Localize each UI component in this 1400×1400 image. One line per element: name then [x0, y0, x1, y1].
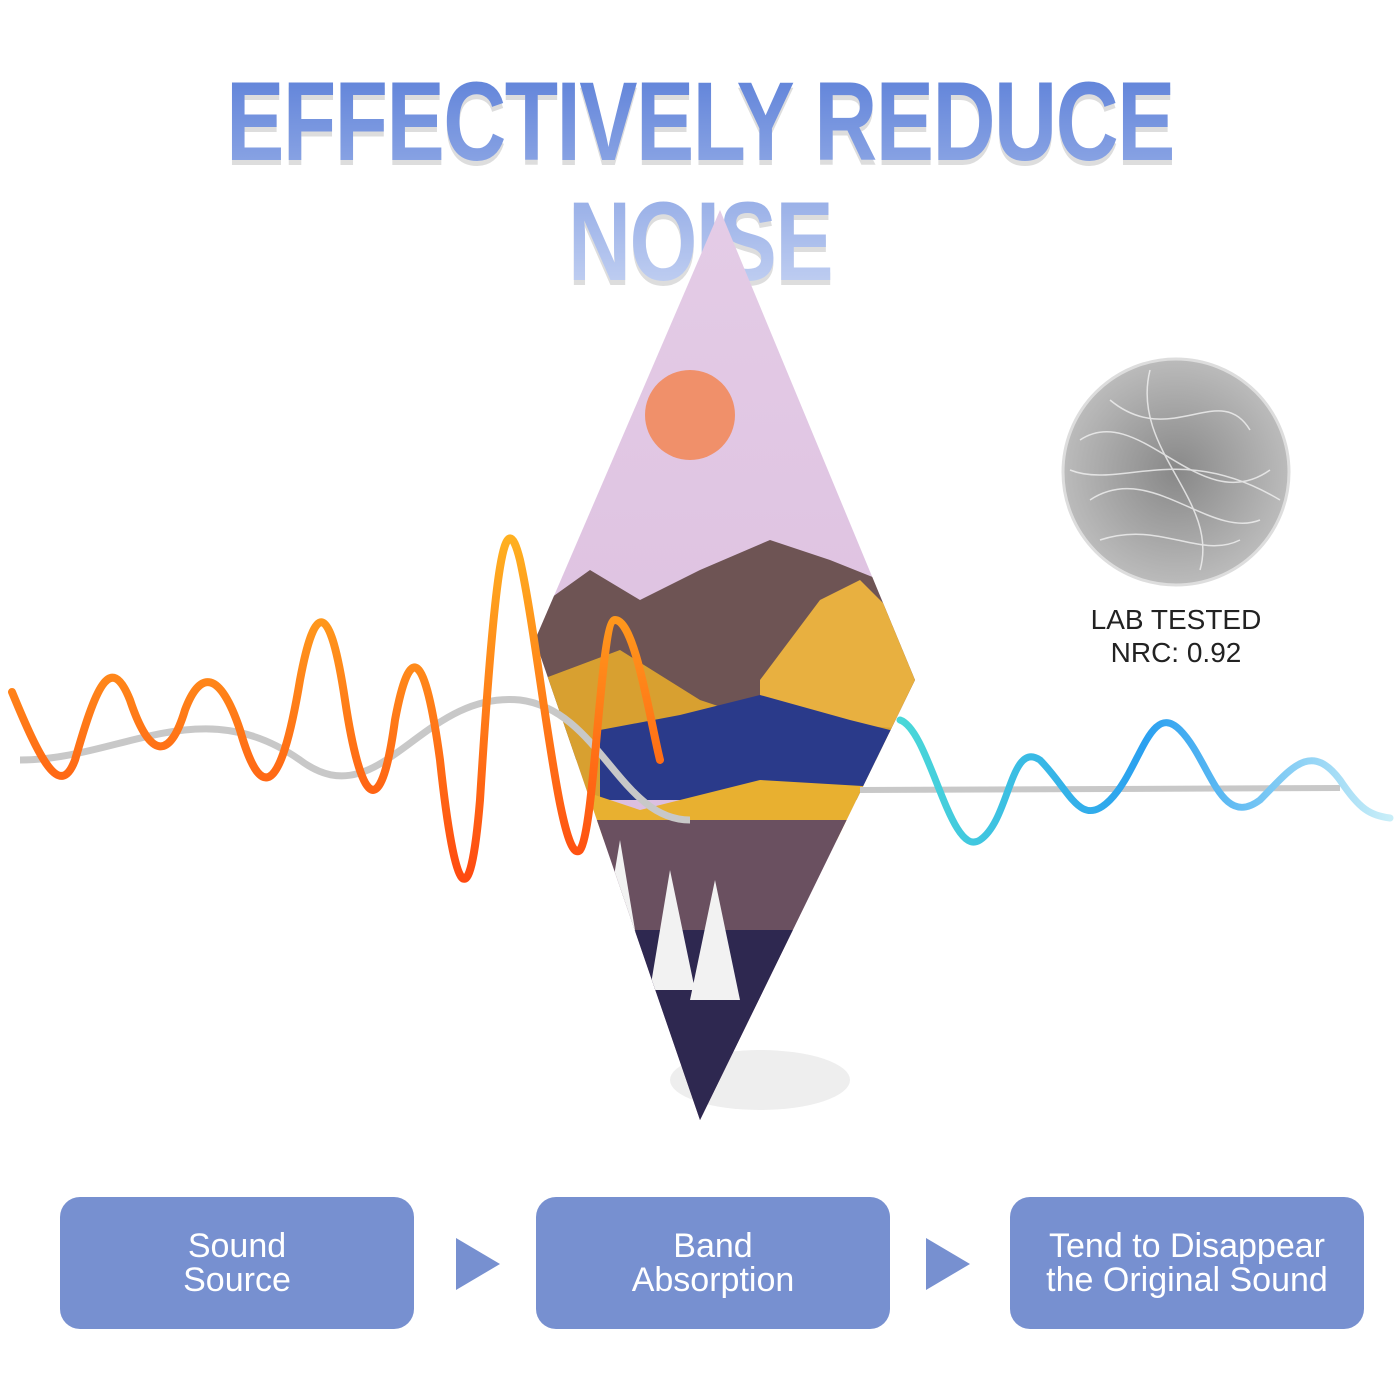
step-label: the Original Sound — [1046, 1261, 1328, 1299]
incoming-sound-wave — [8, 534, 664, 883]
sun — [645, 370, 735, 460]
step-disappear: Tend to Disappear the Original Sound — [1010, 1197, 1364, 1329]
step-sound-source: Sound Source — [60, 1197, 414, 1329]
headline: EFFECTIVELY REDUCE NOISE — [154, 62, 1246, 302]
acoustic-panel — [535, 210, 915, 1120]
step-label: Tend to Disappear — [1049, 1227, 1325, 1265]
step-band-absorption: Band Absorption — [536, 1197, 890, 1329]
lab-tested-label: LAB TESTED NRC: 0.92 — [1060, 603, 1292, 669]
step-label: Source — [183, 1261, 291, 1299]
step-label: Band — [673, 1227, 753, 1265]
nrc-value: NRC: 0.92 — [1110, 637, 1242, 668]
fiber-closeup — [1061, 357, 1291, 587]
lab-tested-text: LAB TESTED — [1090, 604, 1262, 635]
step-label: Sound — [187, 1227, 287, 1265]
reduced-sound-wave — [896, 716, 1394, 846]
step-label: Absorption — [631, 1261, 795, 1299]
arrow-right-icon — [456, 1238, 500, 1290]
arrow-right-icon — [926, 1238, 970, 1290]
